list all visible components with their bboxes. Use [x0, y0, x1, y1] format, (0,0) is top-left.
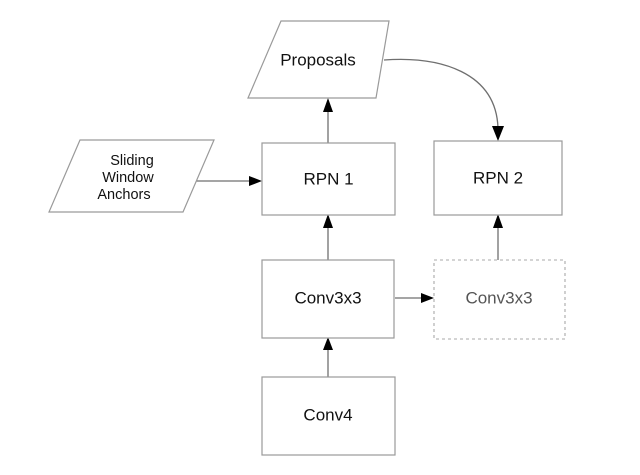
node-conv4-label: Conv4: [303, 405, 352, 424]
node-rpn-2[interactable]: RPN 2: [433, 140, 563, 216]
edge-conv3x3-to-rpn1: [323, 214, 333, 260]
node-rpn-2-label: RPN 2: [473, 168, 523, 187]
edge-conv3x3-to-conv3x3: [395, 293, 434, 303]
node-rpn-1-label: RPN 1: [303, 169, 353, 188]
node-proposals[interactable]: Proposals: [247, 20, 390, 99]
node-conv3x3-right-label: Conv3x3: [465, 288, 532, 307]
node-sliding-window-anchors[interactable]: Sliding Window Anchors: [48, 139, 215, 213]
edge-conv3x3right-to-rpn2: [493, 214, 503, 260]
node-rpn-1[interactable]: RPN 1: [261, 142, 396, 216]
node-sliding-window-anchors-label-line1: Sliding: [110, 153, 154, 169]
node-conv3x3-left-label: Conv3x3: [294, 288, 361, 307]
node-sliding-window-anchors-label-line3: Anchors: [97, 187, 150, 203]
edge-proposals-to-rpn2: [383, 58, 504, 141]
node-conv3x3-right[interactable]: Conv3x3: [433, 259, 566, 340]
node-conv3x3-left[interactable]: Conv3x3: [261, 259, 395, 339]
node-sliding-window-anchors-label-line2: Window: [102, 170, 154, 186]
node-conv4[interactable]: Conv4: [261, 376, 396, 456]
edge-anchors-to-rpn1: [188, 176, 262, 186]
edge-conv4-to-conv3x3: [323, 337, 333, 377]
node-proposals-label: Proposals: [280, 50, 356, 69]
edge-rpn1-to-proposals: [323, 98, 333, 143]
